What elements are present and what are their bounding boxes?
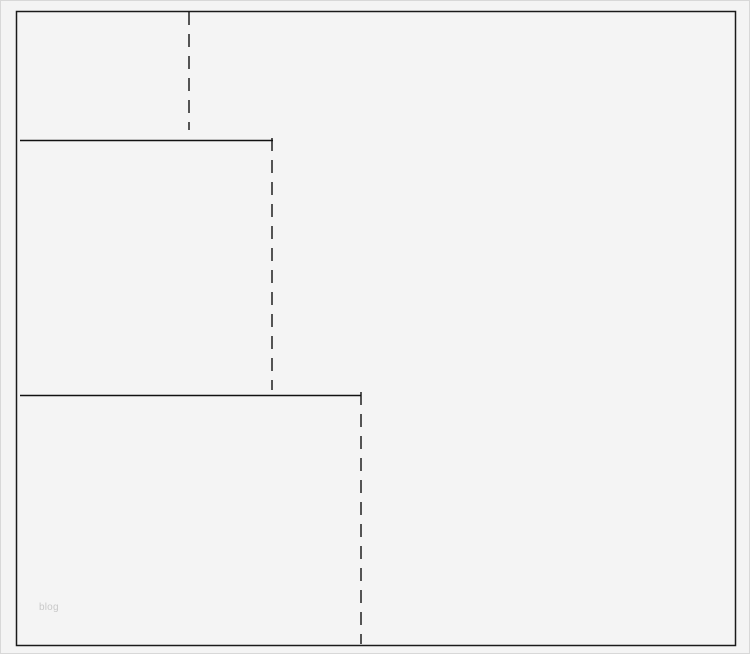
diagram-frame [15, 10, 737, 647]
watermark-text: blog [39, 602, 59, 613]
